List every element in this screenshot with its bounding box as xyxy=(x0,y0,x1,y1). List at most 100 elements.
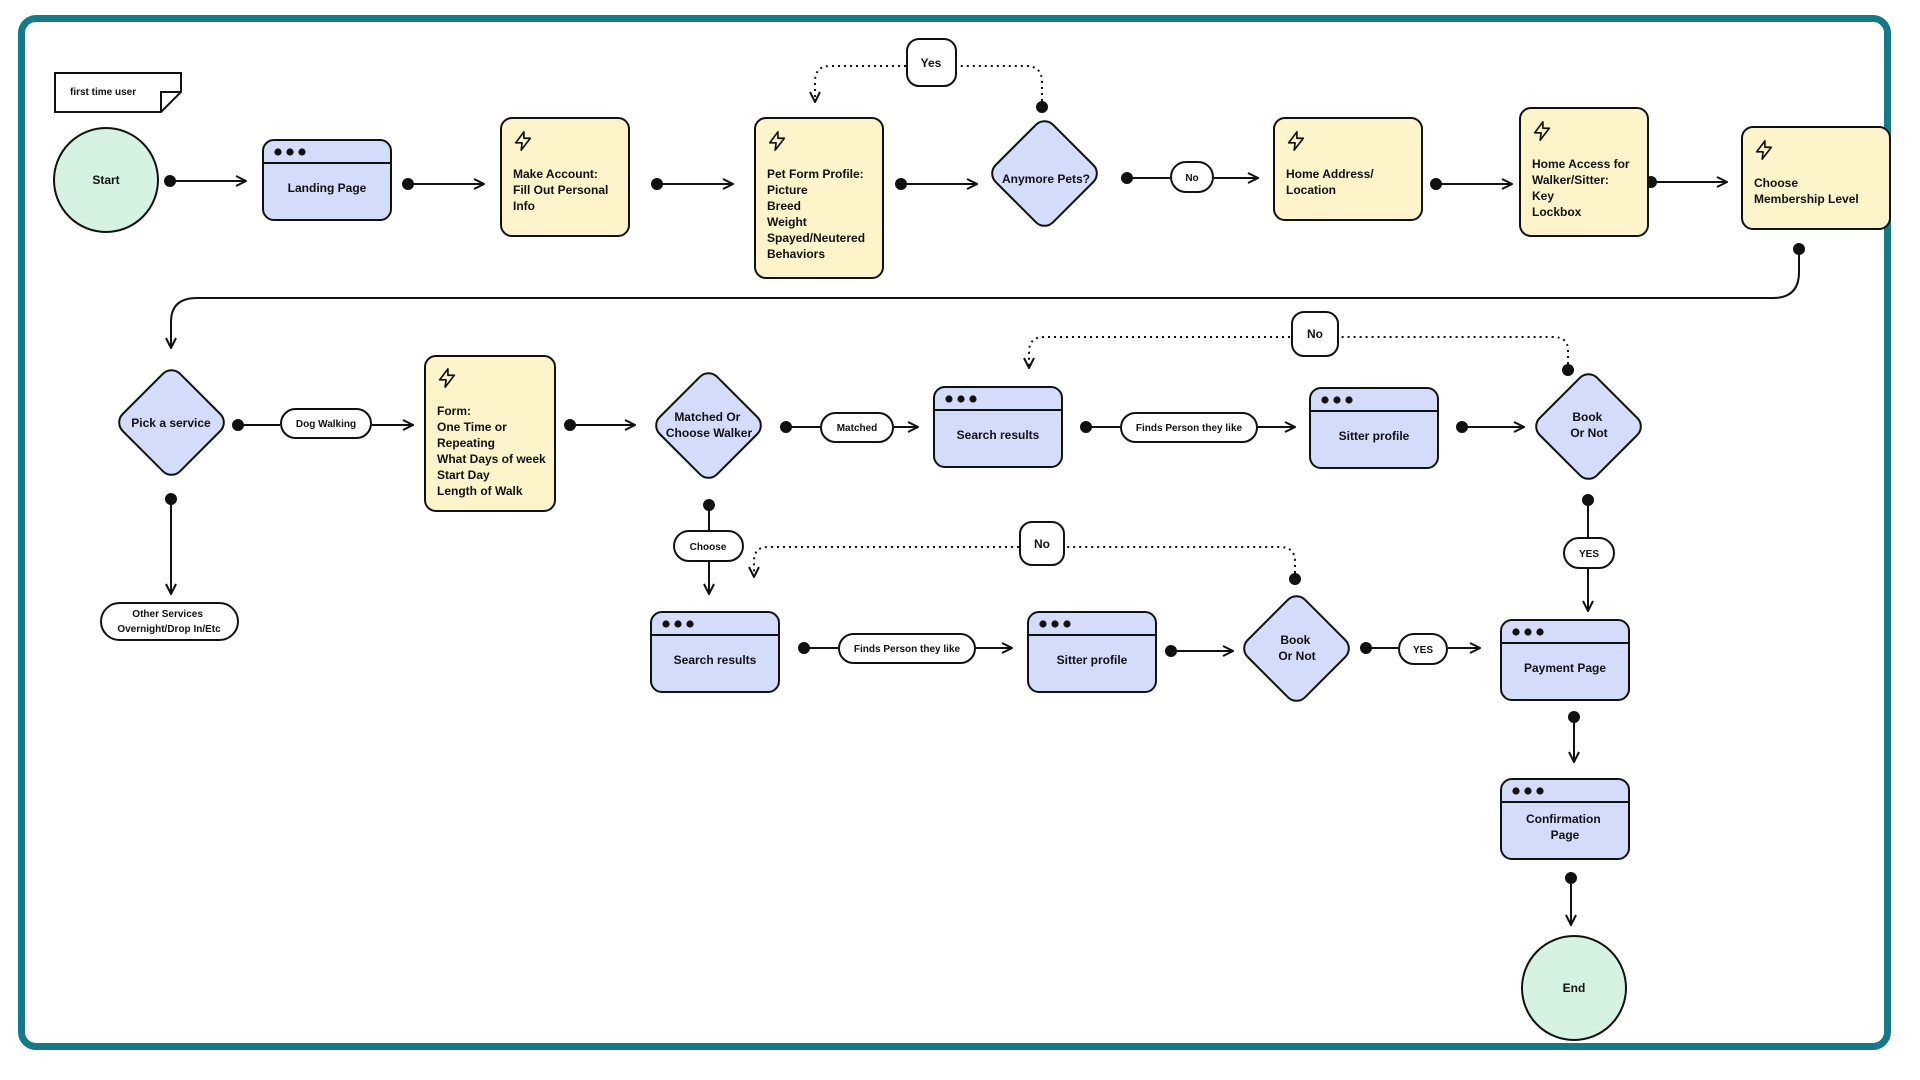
matched-or-choose-label: Matched Or Choose Walker xyxy=(666,410,753,440)
edge-book2-no-loop xyxy=(754,546,1301,585)
window-dots-icon xyxy=(662,620,694,628)
edge-sitter2-book2 xyxy=(1165,645,1233,657)
edge-label-finds-person-2: Finds Person they like xyxy=(838,633,976,664)
edge-matched-search1 xyxy=(780,421,918,433)
edge-payment-confirmation xyxy=(1568,711,1580,762)
window-dots-icon xyxy=(1321,396,1353,404)
edge-book1-yes xyxy=(1582,494,1594,611)
membership-node[interactable]: Choose Membership Level xyxy=(1741,126,1891,230)
svg-text:Finds Person they like: Finds Person they like xyxy=(1136,423,1243,434)
search-results-node-2[interactable]: Search results xyxy=(650,611,780,693)
svg-text:No: No xyxy=(1307,327,1323,341)
diagram-frame xyxy=(18,15,1891,1050)
edge-address-access xyxy=(1430,178,1512,190)
edge-membership-pickservice xyxy=(171,243,1805,348)
confirmation-page-node[interactable]: Confirmation Page xyxy=(1500,778,1630,860)
edge-sitter1-book1 xyxy=(1456,421,1524,433)
edge-label-no-book-1: No xyxy=(1291,311,1339,357)
edge-anymore-no xyxy=(1121,172,1258,184)
other-services-node[interactable]: Other Services Overnight/Drop In/Etc xyxy=(100,602,239,641)
home-address-label: Home Address/ Location xyxy=(1286,167,1377,197)
make-account-node[interactable]: Make Account: Fill Out Personal Info xyxy=(500,117,630,237)
edge-label-no-pets: No xyxy=(1170,161,1214,193)
sitter-profile-2-label: Sitter profile xyxy=(1057,653,1128,667)
book-or-not-1-label: Book Or Not xyxy=(1570,410,1607,440)
sitter-profile-node-1[interactable]: Sitter profile xyxy=(1309,387,1439,469)
book-or-not-decision-2[interactable]: Book Or Not xyxy=(1239,591,1354,706)
edge-confirmation-end xyxy=(1565,872,1577,925)
search-results-2-label: Search results xyxy=(674,653,757,667)
search-results-1-label: Search results xyxy=(957,428,1040,442)
edge-label-choose: Choose xyxy=(673,530,744,562)
edge-access-membership xyxy=(1645,176,1727,188)
other-services-label: Other Services Overnight/Drop In/Etc xyxy=(117,609,221,635)
end-label: End xyxy=(1563,981,1586,995)
edge-landing-account xyxy=(402,178,484,190)
start-label: Start xyxy=(92,173,119,187)
make-account-label: Make Account: Fill Out Personal Info xyxy=(513,167,612,213)
edge-label-no-book-2: No xyxy=(1019,521,1065,566)
edge-search2-sitter2 xyxy=(798,642,1012,654)
note-text: first time user xyxy=(70,87,136,98)
sitter-profile-node-2[interactable]: Sitter profile xyxy=(1027,611,1157,693)
edge-book1-no-loop xyxy=(1029,336,1574,376)
edge-start-landing xyxy=(164,175,246,187)
edge-petform-anymore xyxy=(895,178,977,190)
svg-text:Finds Person they like: Finds Person they like xyxy=(854,644,961,655)
svg-text:Matched: Matched xyxy=(837,423,878,434)
edge-anymore-yes-loop xyxy=(815,65,1048,113)
edge-label-dog-walking: Dog Walking xyxy=(280,408,372,439)
book-or-not-decision-1[interactable]: Book Or Not xyxy=(1531,369,1646,484)
membership-label: Choose Membership Level xyxy=(1754,176,1859,206)
edges xyxy=(164,65,1805,925)
edge-form-matched xyxy=(564,419,635,431)
edge-matched-choose xyxy=(703,499,715,594)
edge-pickservice-other xyxy=(165,493,177,594)
start-node[interactable]: Start xyxy=(53,127,159,233)
window-dots-icon xyxy=(1512,787,1544,795)
window-dots-icon xyxy=(1512,628,1544,636)
matched-or-choose-decision[interactable]: Matched Or Choose Walker xyxy=(651,368,766,483)
edge-pickservice-form xyxy=(232,419,413,431)
edge-label-finds-person-1: Finds Person they like xyxy=(1120,412,1258,443)
end-node[interactable]: End xyxy=(1521,935,1627,1041)
window-dots-icon xyxy=(1039,620,1071,628)
edge-label-yes-book-1: YES xyxy=(1563,537,1615,569)
edge-account-petform xyxy=(651,178,733,190)
svg-text:Dog Walking: Dog Walking xyxy=(296,419,356,430)
window-dots-icon xyxy=(945,395,977,403)
svg-text:Yes: Yes xyxy=(921,56,942,70)
window-dots-icon xyxy=(274,148,306,156)
pet-form-node[interactable]: Pet Form Profile: Picture Breed Weight S… xyxy=(754,117,884,279)
search-results-node-1[interactable]: Search results xyxy=(933,386,1063,468)
payment-label: Payment Page xyxy=(1524,661,1606,675)
svg-text:Choose: Choose xyxy=(690,542,727,553)
edge-label-yes-book-2: YES xyxy=(1398,633,1448,665)
edge-search1-sitter1 xyxy=(1080,421,1295,433)
walk-form-node[interactable]: Form: One Time or Repeating What Days of… xyxy=(424,355,556,512)
landing-label: Landing Page xyxy=(288,181,367,195)
payment-page-node[interactable]: Payment Page xyxy=(1500,619,1630,701)
sitter-profile-1-label: Sitter profile xyxy=(1339,429,1410,443)
home-address-node[interactable]: Home Address/ Location xyxy=(1273,117,1423,221)
svg-text:YES: YES xyxy=(1413,645,1433,656)
anymore-pets-label: Anymore Pets? xyxy=(1002,172,1090,186)
svg-text:No: No xyxy=(1185,173,1198,184)
walk-form-label: Form: One Time or Repeating What Days of… xyxy=(437,404,549,498)
pick-service-label: Pick a service xyxy=(131,416,211,430)
pick-service-decision[interactable]: Pick a service xyxy=(114,365,229,480)
home-access-label: Home Access for Walker/Sitter: Key Lockb… xyxy=(1532,157,1633,219)
edge-label-matched: Matched xyxy=(820,412,894,443)
svg-text:No: No xyxy=(1034,537,1050,551)
confirmation-label: Confirmation Page xyxy=(1526,812,1604,842)
anymore-pets-decision[interactable]: Anymore Pets? xyxy=(987,116,1102,231)
edge-label-yes-pets: Yes xyxy=(906,38,957,87)
svg-text:YES: YES xyxy=(1579,549,1599,560)
home-access-node[interactable]: Home Access for Walker/Sitter: Key Lockb… xyxy=(1519,107,1649,237)
landing-page-node[interactable]: Landing Page xyxy=(262,139,392,221)
edge-book2-yes xyxy=(1360,642,1480,654)
note-first-time-user: first time user xyxy=(54,72,182,113)
pet-form-label: Pet Form Profile: Picture Breed Weight S… xyxy=(767,167,868,261)
book-or-not-2-label: Book Or Not xyxy=(1278,633,1315,663)
